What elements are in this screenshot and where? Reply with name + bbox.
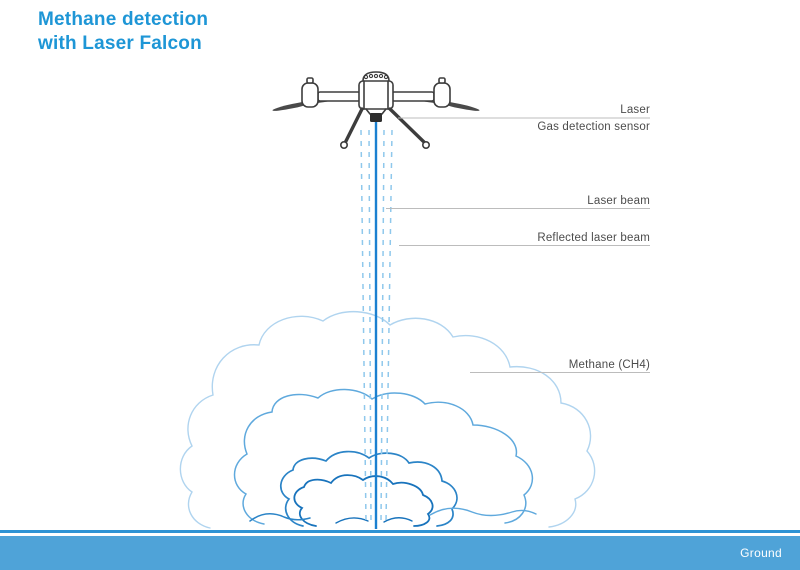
cloud-outline-inner (280, 450, 458, 527)
cloud-outline-middle (233, 388, 534, 525)
gas-detection-sensor-label: Gas detection sensor (537, 121, 650, 133)
landing-leg-right (388, 107, 427, 145)
cloud-outline-outer (179, 310, 596, 529)
drone-arm-left (317, 91, 361, 102)
reflected-laser-beam-label: Reflected laser beam (537, 232, 650, 244)
reflected-dash-right-inner (380, 129, 385, 523)
landing-leg-left (343, 107, 364, 145)
leg-foot-left (339, 141, 348, 150)
laser-label: Laser (620, 104, 650, 116)
page-title: Methane detection with Laser Falcon (38, 8, 208, 56)
reflected-dash-left-inner (368, 129, 372, 523)
drone-icon (272, 71, 480, 150)
methane-cloud-icon (179, 310, 596, 529)
leg-foot-right (421, 141, 430, 150)
ground-bar: Ground (0, 536, 800, 570)
laser-sensor-icon (370, 113, 382, 122)
reflected-dash-left-outer (360, 129, 367, 523)
motor-pod-left (301, 82, 319, 108)
ground-surface-line (0, 530, 800, 533)
cloud-outline-core (293, 474, 434, 527)
drone-body (358, 80, 394, 110)
motor-pod-right (433, 82, 451, 108)
drone-arm-right (391, 91, 435, 102)
cloud-base-wave-center-right (383, 517, 413, 523)
title-line-2: with Laser Falcon (38, 33, 202, 54)
cloud-base-wave-center-left (335, 517, 369, 524)
cloud-base-wave-left (249, 513, 311, 522)
reflected-dash-right-outer (385, 129, 393, 523)
ground-label: Ground (740, 546, 782, 560)
dome-vents (363, 73, 389, 80)
laser-beam-label: Laser beam (587, 195, 650, 207)
title-line-1: Methane detection (38, 9, 209, 30)
cloud-base-wave-right (429, 507, 537, 517)
methane-ch4-label: Methane (CH4) (568, 359, 650, 371)
leader-lines (386, 117, 650, 373)
